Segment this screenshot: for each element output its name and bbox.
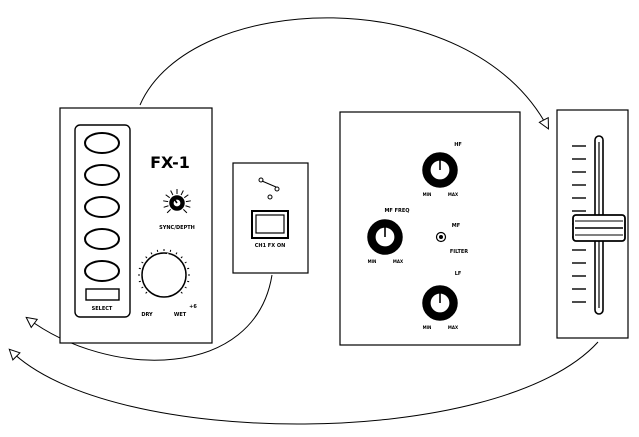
- hf-label: HF: [454, 142, 462, 148]
- fx-pad-button[interactable]: [84, 260, 120, 282]
- wet-label: WET: [174, 312, 187, 318]
- mf-knob[interactable]: MIN MAX: [367, 219, 404, 264]
- wet-suffix: +6: [189, 304, 197, 310]
- fx-pad-button[interactable]: [84, 228, 120, 250]
- sync-depth-label: SYNC/DEPTH: [159, 225, 195, 231]
- fx-title: FX-1: [150, 153, 190, 172]
- sync-depth-knob[interactable]: [163, 189, 191, 214]
- knob-min-label: MIN: [423, 325, 432, 330]
- fx-switch-panel: CH1 FX ON: [232, 162, 309, 274]
- eq-panel: MIN MAX HF MIN MAX MF FREQ MIN MAX LF MF FI…: [339, 111, 521, 346]
- ch1-fx-on-button-inner: [255, 214, 285, 234]
- fader-cap[interactable]: [572, 214, 626, 242]
- lf-label: LF: [455, 271, 462, 277]
- lf-knob[interactable]: MIN MAX: [422, 285, 459, 330]
- select-label: SELECT: [92, 306, 113, 312]
- switch-icon: [258, 177, 280, 200]
- knob-min-label: MIN: [423, 192, 432, 197]
- dry-wet-knob[interactable]: [138, 249, 190, 298]
- hf-knob[interactable]: MIN MAX: [422, 152, 459, 197]
- dry-label: DRY: [141, 312, 153, 318]
- fx-pad-button[interactable]: [84, 196, 120, 218]
- mf-label: MF: [452, 223, 460, 229]
- fx-pad-button[interactable]: [84, 164, 120, 186]
- arrow-fader-to-left: [10, 341, 599, 425]
- ch1-fx-on-label: CH1 FX ON: [255, 243, 286, 249]
- select-button[interactable]: [85, 288, 120, 301]
- knob-max-label: MAX: [393, 259, 403, 264]
- fx-panel: SELECT FX-1 SYNC/DEPTH DRY WET +6: [59, 107, 213, 344]
- mf-freq-label: MF FREQ: [384, 208, 409, 214]
- knob-min-label: MIN: [368, 259, 377, 264]
- fader-panel: [556, 109, 629, 339]
- filter-label: FILTER: [450, 249, 468, 255]
- fx-pad-button[interactable]: [84, 132, 120, 154]
- filter-button-icon[interactable]: [435, 231, 447, 243]
- arrow-fx-to-fader: [139, 17, 548, 128]
- knob-max-label: MAX: [448, 192, 458, 197]
- fader-ticks: [572, 145, 586, 303]
- knob-max-label: MAX: [448, 325, 458, 330]
